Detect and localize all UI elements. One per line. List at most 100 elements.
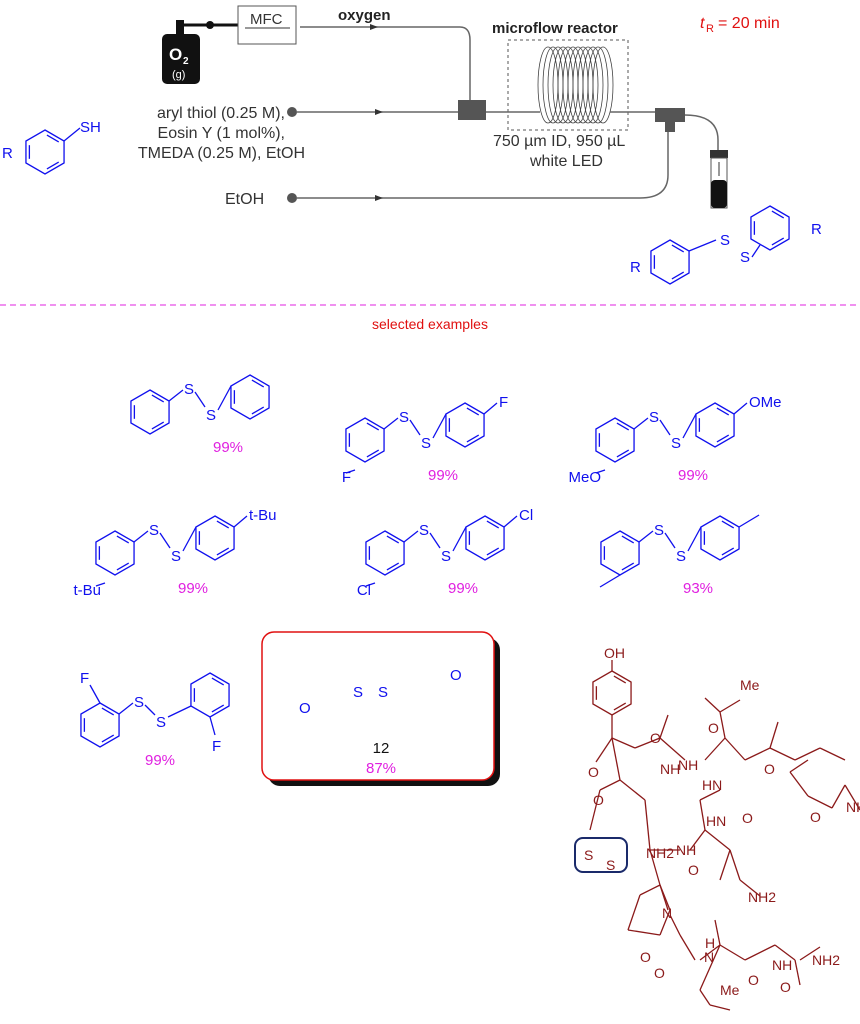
bond bbox=[807, 795, 833, 809]
atom-label: NH2 bbox=[748, 889, 776, 905]
bond bbox=[659, 737, 686, 761]
atom-label: O bbox=[688, 862, 699, 878]
bond bbox=[638, 530, 654, 543]
reactant-r: R bbox=[2, 145, 13, 162]
substituent-right: OMe bbox=[749, 394, 782, 411]
bond bbox=[167, 705, 192, 718]
reactor-spec-1: 750 µm ID, 950 µL bbox=[493, 133, 625, 150]
reactor-box bbox=[507, 39, 629, 131]
bond bbox=[699, 789, 721, 801]
bond bbox=[233, 515, 248, 528]
substituent-left: MeO bbox=[568, 469, 601, 486]
double-bond bbox=[466, 407, 480, 416]
collection-vial bbox=[710, 150, 728, 209]
double-bond bbox=[466, 434, 480, 443]
bond bbox=[739, 879, 761, 897]
sulfur-label: S bbox=[441, 548, 451, 565]
double-bond bbox=[616, 449, 630, 458]
bond bbox=[794, 959, 801, 986]
gas-sub: 2 bbox=[183, 56, 189, 67]
bond bbox=[794, 747, 821, 761]
benzene-ring bbox=[695, 402, 735, 448]
double-bond bbox=[211, 677, 225, 686]
bond bbox=[503, 515, 518, 528]
sulfur-label: S bbox=[654, 522, 664, 539]
arrow-icon bbox=[370, 24, 378, 30]
bond bbox=[194, 391, 206, 408]
sulfur-label: S bbox=[134, 694, 144, 711]
substituent-left: Cl bbox=[357, 582, 371, 599]
coil-loop bbox=[577, 46, 599, 124]
product-r2: R bbox=[811, 221, 822, 238]
bond bbox=[799, 946, 821, 961]
atom-label: NH bbox=[678, 757, 698, 773]
double-bond bbox=[116, 535, 130, 544]
atom-label: O bbox=[780, 979, 791, 995]
bond bbox=[144, 704, 156, 716]
atom-label: O bbox=[588, 764, 599, 780]
bond bbox=[595, 737, 613, 763]
substituent-right: Cl bbox=[519, 507, 533, 524]
atom-label: S bbox=[584, 847, 593, 863]
sulfur-label: S bbox=[149, 522, 159, 539]
t-mixer bbox=[458, 100, 486, 120]
bond bbox=[844, 784, 860, 811]
benzene-ring bbox=[195, 515, 235, 561]
bond bbox=[751, 244, 761, 258]
furan-s1: S bbox=[353, 684, 363, 701]
arrow-icon bbox=[375, 195, 383, 201]
benzene-ring bbox=[25, 129, 65, 175]
residence-sub: R bbox=[706, 23, 714, 35]
bond bbox=[687, 526, 702, 552]
bond bbox=[774, 944, 796, 961]
benzene-ring bbox=[130, 389, 170, 435]
atom-label: NH2 bbox=[812, 952, 840, 968]
atom-label: S bbox=[606, 857, 615, 873]
double-bond bbox=[716, 434, 730, 443]
bond bbox=[659, 714, 669, 739]
furan-s2: S bbox=[378, 684, 388, 701]
sulfur-label: S bbox=[649, 409, 659, 426]
atom-label: NH2 bbox=[846, 799, 860, 815]
double-bond bbox=[386, 535, 400, 544]
bond bbox=[719, 711, 726, 739]
yield-label: 99% bbox=[448, 580, 478, 597]
bond bbox=[599, 779, 621, 791]
bond bbox=[724, 737, 746, 761]
bond bbox=[429, 532, 441, 549]
bond bbox=[699, 989, 711, 1006]
sulfur-label: S bbox=[156, 714, 166, 731]
double-bond bbox=[716, 407, 730, 416]
double-bond bbox=[216, 520, 230, 529]
bond bbox=[704, 697, 721, 713]
atom-label: NH2 bbox=[646, 845, 674, 861]
double-bond bbox=[771, 210, 785, 219]
bond bbox=[639, 884, 661, 896]
benzene-ring bbox=[445, 402, 485, 448]
bond bbox=[619, 779, 646, 801]
bond bbox=[704, 829, 731, 851]
bond bbox=[611, 737, 636, 749]
atom-label: Me bbox=[740, 677, 760, 693]
double-bond bbox=[151, 394, 165, 403]
benzene-ring bbox=[595, 417, 635, 463]
oxygen-cylinder: O 2 (g) bbox=[162, 20, 240, 84]
benzene-ring bbox=[80, 702, 120, 748]
bond bbox=[432, 413, 447, 439]
bond bbox=[403, 530, 419, 543]
double-bond bbox=[613, 702, 627, 711]
bond bbox=[595, 469, 606, 474]
benzene-ring bbox=[365, 530, 405, 576]
bond bbox=[659, 909, 671, 936]
sulfur-label: S bbox=[419, 522, 429, 539]
yield-label: 99% bbox=[678, 467, 708, 484]
sulfur-label: S bbox=[171, 548, 181, 565]
bond bbox=[709, 1004, 731, 1011]
bond bbox=[714, 919, 721, 946]
reactor-spec-2: white LED bbox=[529, 153, 603, 170]
double-bond bbox=[151, 421, 165, 430]
bond bbox=[719, 699, 741, 713]
bond bbox=[209, 716, 216, 736]
